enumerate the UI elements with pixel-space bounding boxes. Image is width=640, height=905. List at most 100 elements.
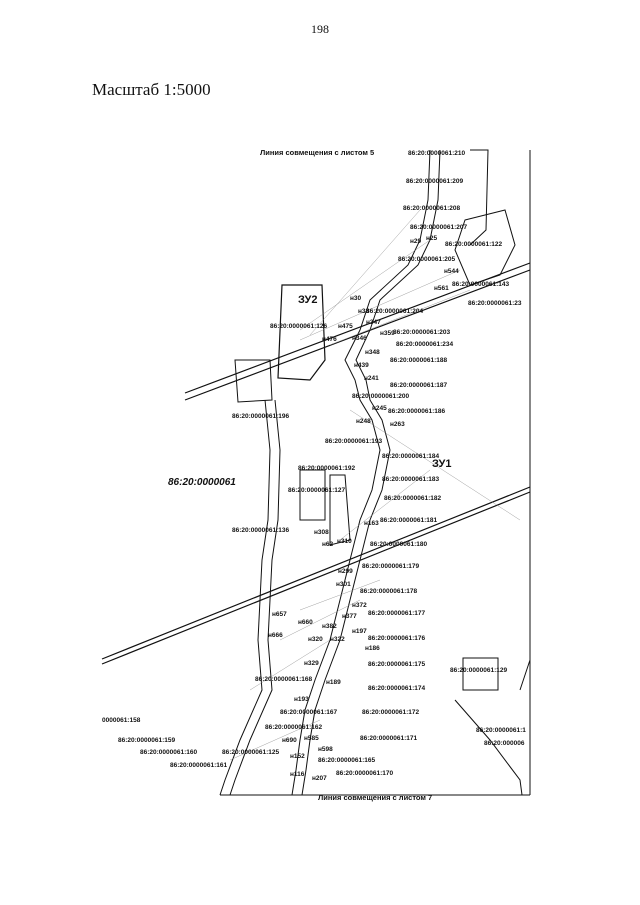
- parcel-label: 86:20:0000061:180: [370, 541, 427, 548]
- match-line-bottom-label: Линия совмещения с листом 7: [318, 793, 432, 802]
- point-label: н152: [290, 753, 305, 760]
- point-label: н382: [322, 623, 337, 630]
- block-label: 86:20:0000061: [168, 477, 236, 488]
- parcel-label: 86:20:000006: [484, 740, 525, 747]
- point-label: н197: [352, 628, 367, 635]
- parcel-label: 86:20:0000061:181: [380, 517, 437, 524]
- zone-label-zu1: ЗУ1: [432, 458, 451, 470]
- parcel-label: 86:20:0000061:204: [366, 308, 423, 315]
- parcel-label: 86:20:0000061:209: [406, 178, 463, 185]
- parcel-label: 86:20:0000061:122: [445, 241, 502, 248]
- point-label: н690: [282, 737, 297, 744]
- parcel-label: 86:20:0000061:193: [325, 438, 382, 445]
- point-label: н33: [358, 308, 370, 315]
- point-label: н377: [342, 613, 357, 620]
- point-label: н62: [322, 541, 334, 548]
- point-label: н544: [444, 268, 459, 275]
- point-label: н476: [322, 336, 337, 343]
- point-label: н561: [434, 285, 449, 292]
- point-label: н666: [268, 632, 283, 639]
- point-label: н241: [364, 375, 379, 382]
- parcel-label: 86:20:0000061:210: [408, 150, 465, 157]
- point-label: н193: [294, 696, 309, 703]
- point-label: н29: [410, 238, 422, 245]
- point-label: н163: [364, 520, 379, 527]
- point-label: н585: [304, 735, 319, 742]
- parcel-label: 86:20:0000061:172: [362, 709, 419, 716]
- parcel-label: 86:20:0000061:179: [362, 563, 419, 570]
- parcel-label: 86:20:0000061:170: [336, 770, 393, 777]
- parcel-label: 86:20:0000061:178: [360, 588, 417, 595]
- parcel-label: 86:20:0000061:208: [403, 205, 460, 212]
- parcel-label: 86:20:0000061:127: [288, 487, 345, 494]
- parcel-label: 86:20:0000061:136: [232, 527, 289, 534]
- parcel-label: 86:20:0000061:159: [118, 737, 175, 744]
- point-label: н248: [356, 418, 371, 425]
- point-label: н347: [366, 319, 381, 326]
- point-label: н320: [308, 636, 323, 643]
- point-label: н346: [352, 335, 367, 342]
- parcel-label: 86:20:0000061:200: [352, 393, 409, 400]
- parcel-label: 86:20:0000061:187: [390, 382, 447, 389]
- point-label: н263: [390, 421, 405, 428]
- match-line-top-label: Линия совмещения с листом 5: [260, 148, 374, 157]
- parcel-label: 86:20:0000061:129: [450, 667, 507, 674]
- parcel-label: 86:20:0000061:196: [232, 413, 289, 420]
- parcel-label: 86:20:0000061:188: [390, 357, 447, 364]
- point-label: н439: [354, 362, 369, 369]
- parcel-label: 86:20:0000061:205: [398, 256, 455, 263]
- parcel-label: 86:20:0000061:167: [280, 709, 337, 716]
- point-label: н299: [338, 568, 353, 575]
- point-label: н598: [318, 746, 333, 753]
- point-label: н189: [326, 679, 341, 686]
- parcel-label: 86:20:0000061:162: [265, 724, 322, 731]
- parcel-label: 86:20:0000061:23: [468, 300, 522, 307]
- point-label: н660: [298, 619, 313, 626]
- parcel-label: 86:20:0000061:177: [368, 610, 425, 617]
- parcel-label: 86:20:0000061:234: [396, 341, 453, 348]
- point-label: н30: [350, 295, 362, 302]
- page-number: 198: [311, 22, 329, 36]
- parcel-label: 86:20:0000061:184: [382, 453, 439, 460]
- parcel-label: 86:20:0000061:186: [388, 408, 445, 415]
- parcel-label: 86:20:0000061:1: [476, 727, 526, 734]
- point-label: н301: [336, 581, 351, 588]
- point-label: н308: [314, 529, 329, 536]
- parcel-label: 86:20:0000061:125: [222, 749, 279, 756]
- parcel-label: 86:20:0000061:160: [140, 749, 197, 756]
- point-label: н322: [330, 636, 345, 643]
- parcel-label: 86:20:0000061:161: [170, 762, 227, 769]
- parcel-label: 86:20:0000061:165: [318, 757, 375, 764]
- point-label: н359: [380, 330, 395, 337]
- parcel-label: 86:20:0000061:183: [382, 476, 439, 483]
- point-label: н186: [365, 645, 380, 652]
- parcel-label: 86:20:0000061:171: [360, 735, 417, 742]
- map-linework: [101, 149, 531, 796]
- parcel-label: 0000061:158: [102, 717, 141, 724]
- survey-rays: [229, 209, 521, 761]
- parcel-label: 86:20:0000061:126: [270, 323, 327, 330]
- parcel-label: 86:20:0000061:203: [393, 329, 450, 336]
- parcel-label: 86:20:0000061:175: [368, 661, 425, 668]
- parcel-label: 86:20:0000061:176: [368, 635, 425, 642]
- parcel-label: 86:20:0000061:168: [255, 676, 312, 683]
- point-labels: н29 н25 н544 н561 н30 н33 н475 н347 н359…: [268, 235, 459, 782]
- parcel-label: 86:20:0000061:192: [298, 465, 355, 472]
- point-label: н25: [426, 235, 438, 242]
- point-label: н310: [337, 538, 352, 545]
- parcel-label: 86:20:0000061:143: [452, 281, 509, 288]
- point-label: н348: [365, 349, 380, 356]
- parcel-label: 86:20:0000061:174: [368, 685, 425, 692]
- parcel-labels: 86:20:0000061:210 86:20:0000061:209 86:2…: [102, 150, 526, 777]
- scale-label: Масштаб 1:5000: [92, 80, 211, 99]
- point-label: н245: [372, 405, 387, 412]
- point-label: н372: [352, 602, 367, 609]
- point-label: н475: [338, 323, 353, 330]
- zone-label-zu2: ЗУ2: [298, 294, 317, 306]
- parcel-label: 86:20:0000061:207: [410, 224, 467, 231]
- point-label: н329: [304, 660, 319, 667]
- point-label: н116: [290, 771, 305, 778]
- point-label: н207: [312, 775, 327, 782]
- point-label: н657: [272, 611, 287, 618]
